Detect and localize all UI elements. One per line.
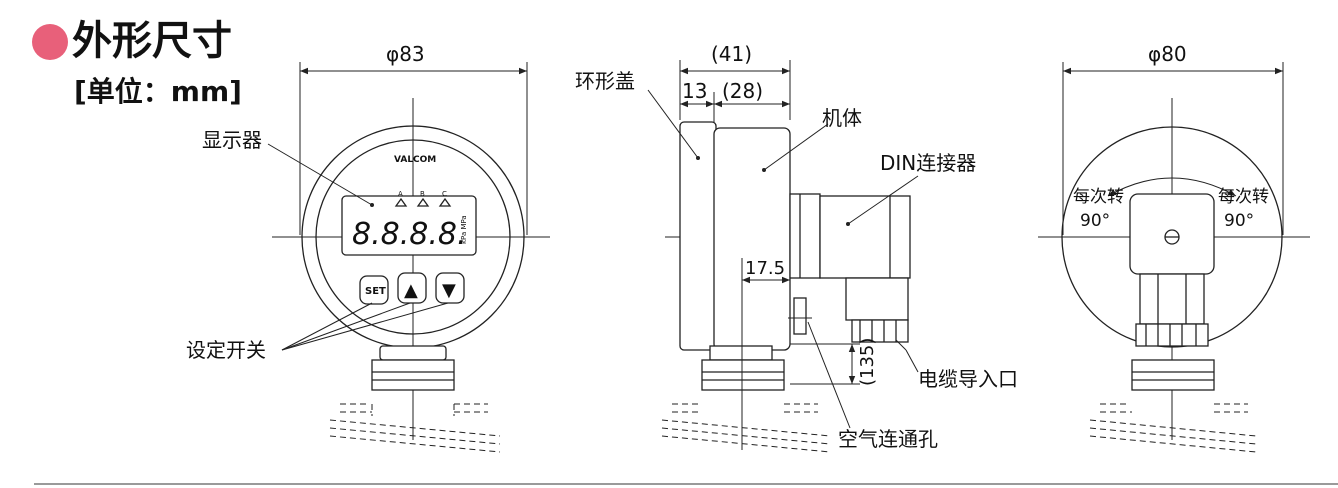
up-button-icon: ▲ xyxy=(404,280,418,301)
total-depth-dim: (41) xyxy=(711,42,752,66)
vent-label: 空气连通孔 xyxy=(838,427,938,451)
indicator-a-text: A xyxy=(398,190,403,198)
rotate-right-label: 每次转 xyxy=(1218,187,1269,207)
indicator-a-icon xyxy=(394,197,408,207)
front-fitting xyxy=(371,359,455,391)
front-neck xyxy=(379,345,447,361)
down-button-icon: ▼ xyxy=(442,280,456,301)
din-connector-label: DIN连接器 xyxy=(880,151,976,175)
cable-entry-label: 电缆导入口 xyxy=(918,367,1018,391)
ring-cover-label: 环形盖 xyxy=(575,69,635,93)
brand-logo: VALCOM xyxy=(394,155,436,165)
din-connector-body xyxy=(819,195,911,279)
front-inner-ring xyxy=(315,139,511,335)
cable-entry xyxy=(851,319,909,343)
rotate-right-angle: 90° xyxy=(1224,211,1254,231)
set-button-shape xyxy=(359,275,389,305)
display-unit-mark: kPa MPa xyxy=(460,215,468,244)
offset-dim: 17.5 xyxy=(745,258,785,279)
page-title: 外形尺寸 xyxy=(72,18,232,64)
rear-view xyxy=(1038,62,1310,453)
rear-outer-ring xyxy=(1061,126,1283,348)
up-button-shape xyxy=(397,272,427,304)
body-depth-dim: (28) xyxy=(722,79,763,103)
indicator-c-icon xyxy=(438,197,452,207)
rotate-left-label: 每次转 xyxy=(1073,187,1124,207)
indicator-c-text: C xyxy=(442,190,447,198)
unit-label: [单位：mm] xyxy=(74,75,242,108)
vent-port xyxy=(793,297,807,335)
rotate-left-angle: 90° xyxy=(1080,211,1110,231)
switch-label: 设定开关 xyxy=(186,338,266,362)
front-diameter-label: φ83 xyxy=(386,42,425,66)
body-label: 机体 xyxy=(822,106,862,130)
side-fitting xyxy=(701,359,785,391)
rear-fitting xyxy=(1131,359,1215,391)
height-dim: (135) xyxy=(857,338,878,386)
bottom-divider xyxy=(34,483,1338,485)
indicator-b-text: B xyxy=(420,190,425,198)
side-view xyxy=(647,60,919,453)
title-bullet-icon xyxy=(32,24,68,60)
rear-diameter-label: φ80 xyxy=(1148,42,1187,66)
cover-depth-dim: 13 xyxy=(682,79,707,103)
cable-gland xyxy=(845,277,909,321)
front-view xyxy=(267,62,550,453)
set-button: SET xyxy=(365,286,386,297)
display-window xyxy=(341,195,477,256)
indicator-b-icon xyxy=(416,197,430,207)
down-button-shape xyxy=(435,272,465,304)
display-label: 显示器 xyxy=(202,128,262,152)
din-connector-base xyxy=(789,193,821,279)
display-digits: 8.8.8.8. xyxy=(352,217,467,252)
body xyxy=(713,127,791,351)
rear-connector xyxy=(1129,193,1215,275)
